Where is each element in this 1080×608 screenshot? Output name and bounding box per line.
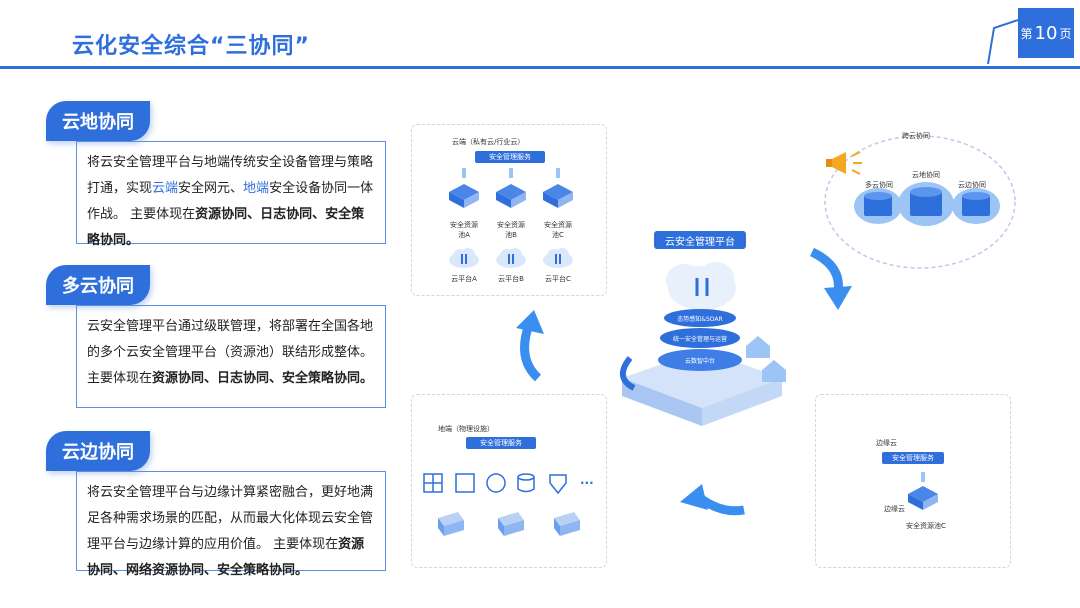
- house-icons: [746, 336, 786, 382]
- cloud-panel: [411, 124, 607, 296]
- server-stack-icon: [543, 168, 573, 208]
- ground-service-pill: 安全管理服务: [466, 437, 536, 449]
- pool-c: 安全资源池C: [541, 168, 575, 240]
- page-number-badge: 第 10 页: [1018, 8, 1074, 58]
- multi-item-2: 云地协同: [912, 171, 940, 179]
- section-text-cloud-edge: 将云安全管理平台与边缘计算紧密融合，更好地满足各种需求场景的匹配，从而最大化体现…: [76, 471, 386, 578]
- edge-panel-label: 边缘云: [876, 439, 897, 447]
- edge-server-icon: [908, 472, 938, 510]
- cloud-service-pill: 安全管理服务: [475, 151, 545, 163]
- center-layer-2: 统一安全管理与运营: [672, 336, 727, 343]
- pool-b: 安全资源池B: [494, 168, 528, 240]
- megaphone-icon: [826, 151, 862, 175]
- section-text-multi-cloud: 云安全管理平台通过级联管理，将部署在全国各地的多个云安全管理平台（资源池）联结形…: [76, 305, 386, 408]
- cloud-panel-label: 云端（私有云/行业云）: [452, 138, 525, 146]
- cloud-icon: [543, 248, 573, 268]
- section-tab-cloud-edge: 云边协同: [46, 431, 150, 471]
- page-prefix: 第: [1020, 26, 1033, 41]
- page-number: 10: [1034, 22, 1058, 44]
- arrow-down-icon: [809, 247, 852, 310]
- more-devices: ···: [580, 476, 594, 490]
- cloud-icon: [449, 248, 479, 268]
- multi-cloud-label: 跨云协同: [902, 132, 930, 140]
- center-layer-3: 云数智中台: [684, 358, 715, 365]
- edge-service-pill: 安全管理服务: [882, 452, 944, 464]
- edge-panel: [815, 394, 1011, 568]
- device-icons-row: [423, 473, 567, 495]
- server-stack-icon: [449, 168, 479, 208]
- pool-a: 安全资源池A: [447, 168, 481, 240]
- database-clouds: [854, 182, 1000, 226]
- page-suffix: 页: [1059, 26, 1072, 41]
- section-tab-cloud-ground: 云地协同: [46, 101, 150, 141]
- cloud-icon: [496, 248, 526, 268]
- hardware-icons-row: [438, 512, 580, 536]
- arrow-up-icon: [516, 310, 544, 382]
- edge-pool-label: 安全资源池C: [906, 522, 946, 530]
- arrow-left-icon: [680, 484, 745, 516]
- multi-cloud-ellipse: [824, 135, 1016, 269]
- ground-panel-label: 地端（物理设施）: [438, 425, 494, 433]
- edge-node-label: 边缘云: [884, 505, 905, 513]
- header-divider: [0, 66, 1080, 69]
- platform-isometric: [620, 262, 782, 426]
- multi-item-1: 多云协同: [865, 181, 893, 189]
- server-stack-icon: [496, 168, 526, 208]
- platform-c: 云平台C: [541, 246, 575, 284]
- center-layer-1: 态势感知&SOAR: [677, 316, 723, 323]
- corner-decoration: [987, 19, 1019, 65]
- section-tab-multi-cloud: 多云协同: [46, 265, 150, 305]
- center-title: 云安全管理平台: [654, 231, 746, 249]
- multi-item-3: 云边协同: [958, 181, 986, 189]
- platform-b: 云平台B: [494, 246, 528, 284]
- ground-panel: [411, 394, 607, 568]
- page-title: 云化安全综合“三协同”: [72, 34, 310, 59]
- platform-a: 云平台A: [447, 246, 481, 284]
- section-text-cloud-ground: 将云安全管理平台与地端传统安全设备管理与策略打通，实现云端安全网元、地端安全设备…: [76, 141, 386, 248]
